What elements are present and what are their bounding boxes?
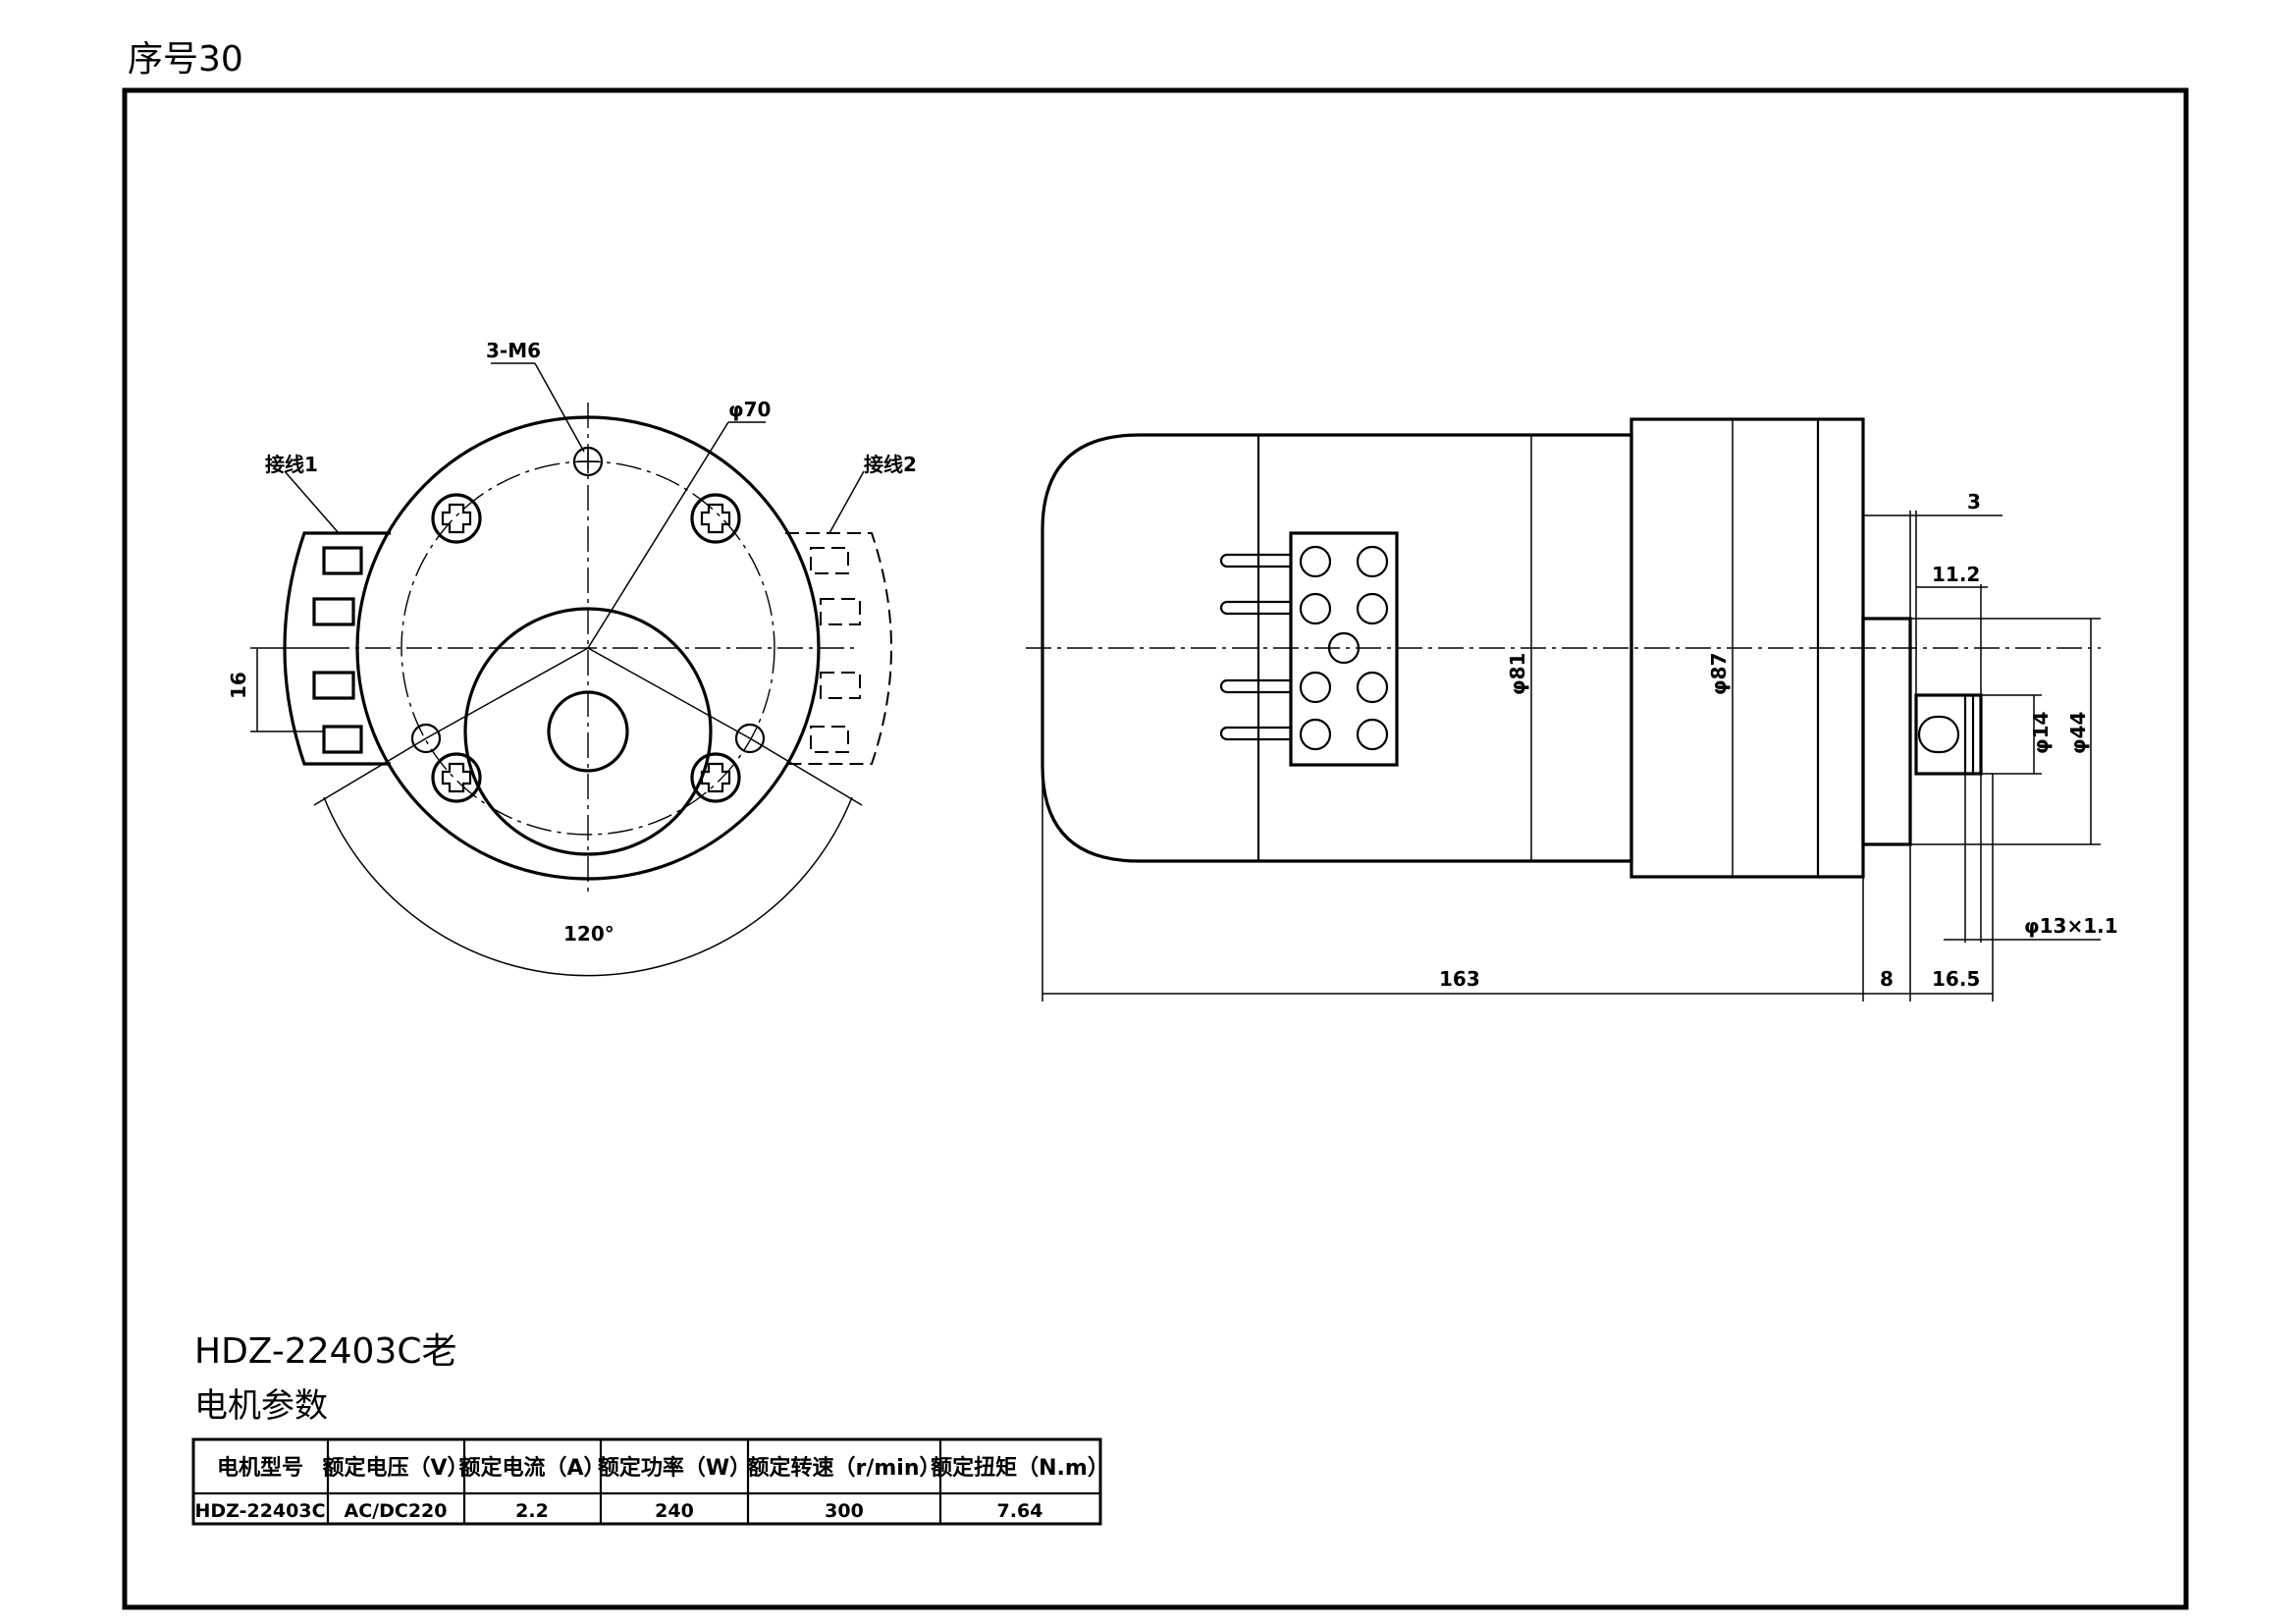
screw-icon: [690, 752, 741, 803]
params-title: 电机参数: [194, 1386, 328, 1426]
m6-hole: [734, 723, 766, 754]
table-value-cell: HDZ-22403C: [194, 1500, 325, 1522]
table-value-cell: 7.64: [997, 1500, 1043, 1522]
table-header-cell: 额定扭矩（N.m）: [931, 1455, 1109, 1481]
table-header-cell: 额定电流（A）: [458, 1455, 605, 1481]
key-dim: 11.2: [1932, 563, 1980, 586]
spacing-dim: 16: [227, 672, 250, 699]
table-header-cell: 额定功率（W）: [598, 1455, 751, 1481]
terminal-1-label: 接线1: [265, 453, 318, 476]
m6-hole: [410, 723, 442, 754]
screw-icon: [690, 493, 741, 544]
shaft-key: [1917, 715, 1960, 754]
model-title: HDZ-22403C老: [194, 1331, 456, 1372]
boss-dia-dim: φ44: [2066, 712, 2090, 754]
shoulder-dim: 3: [1967, 490, 1981, 514]
m6-hole: [572, 446, 604, 477]
terminal-slot: [322, 546, 363, 575]
boss: [1861, 617, 1912, 846]
drawing-frame: [122, 87, 2189, 1610]
terminal-slot: [312, 671, 355, 700]
body-dia-dim: φ81: [1506, 653, 1529, 695]
terminal-slot: [312, 597, 355, 626]
table-value-cell: AC/DC220: [345, 1500, 448, 1522]
terminal-slot: [810, 547, 849, 574]
front-view: [250, 362, 892, 977]
connector-block: [1289, 531, 1399, 767]
length-dim: 163: [1439, 967, 1480, 991]
table-header-cell: 电机型号: [217, 1456, 303, 1481]
shaft: [1914, 693, 1983, 776]
terminal-2-label: 接线2: [864, 453, 917, 476]
terminal-slot: [820, 598, 861, 625]
groove-dim: φ13×1.1: [2024, 914, 2118, 938]
boss-len-dim: 8: [1880, 967, 1894, 991]
terminal-slot: [820, 672, 861, 699]
flange-dia-dim: φ87: [1707, 653, 1731, 695]
table-header-cell: 额定电压（V）: [322, 1455, 468, 1481]
params-table: [191, 1437, 1102, 1526]
terminal-slot: [810, 726, 849, 753]
shaft-len-dim: 16.5: [1932, 967, 1980, 991]
screw-icon: [431, 493, 482, 544]
angle-arc: [323, 796, 853, 977]
sheet-label: 序号30: [128, 39, 243, 80]
table-header-cell: 额定转速（r/min）: [747, 1455, 940, 1481]
angle-dim: 120°: [563, 922, 614, 946]
table-value-cell: 2.2: [515, 1500, 549, 1522]
screw-icon: [431, 752, 482, 803]
terminal-slot: [322, 725, 363, 754]
table-value-cell: 240: [655, 1500, 694, 1522]
shaft-dia-dim: φ14: [2029, 712, 2053, 754]
holes-label: 3-M6: [486, 339, 541, 362]
side-view: [1026, 417, 2101, 1001]
terminal-block-right: [785, 532, 892, 765]
bolt-circle-label: φ70: [728, 398, 771, 421]
table-value-cell: 300: [825, 1500, 864, 1522]
